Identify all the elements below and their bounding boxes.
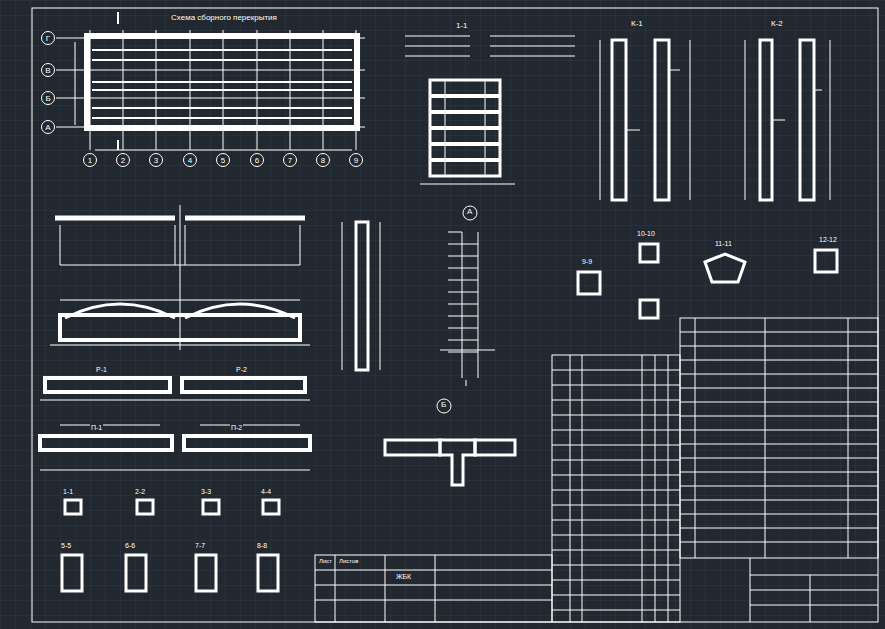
drawing-label: К-2 [770,20,784,29]
drawing-label: К-1 [630,20,644,29]
drawing-label: 4-4 [260,488,272,496]
axis-bubble: 7 [283,153,297,167]
axis-label: 7 [288,156,292,165]
drawing-label: 2-2 [134,488,146,496]
axis-bubble: Г [41,31,55,45]
sheet-title: Схема сборного перекрытия [170,14,278,23]
axis-label: А [45,123,50,132]
drawing-label: 5-5 [60,542,72,550]
axis-label: 8 [321,156,325,165]
drawing-label: Р-2 [235,366,248,374]
drawing-label: П-2 [230,424,243,432]
drawing-label: Б [440,401,447,410]
axis-label: 5 [221,156,225,165]
axis-label: 2 [121,156,125,165]
axis-bubble: А [41,120,55,134]
drawing-label: П-1 [90,424,103,432]
axis-bubble: 4 [183,153,197,167]
drawing-label: А [466,208,473,217]
axis-label: Г [46,34,50,43]
drawing-label: 6-6 [124,542,136,550]
axis-bubble: 3 [149,153,163,167]
axis-label: 1 [88,156,92,165]
axis-label: 4 [188,156,192,165]
drawing-label: Р-1 [95,366,108,374]
drawing-label: Листов [338,558,360,565]
drawing-label: 7-7 [194,542,206,550]
axis-label: 6 [255,156,259,165]
axis-label: 3 [154,156,158,165]
drawing-label: 12-12 [818,236,838,244]
axis-bubble: Б [41,91,55,105]
axis-bubble: 2 [116,153,130,167]
axis-label: Б [45,94,50,103]
axis-label: В [45,66,50,75]
drawing-label: 8-8 [256,542,268,550]
drawing-label: 11-11 [714,240,733,248]
drawing-label: 3-3 [200,488,212,496]
axis-bubble: 6 [250,153,264,167]
drawing-label: Лист [318,558,333,565]
axis-bubble: 5 [216,153,230,167]
drawing-label: 1-1 [62,488,74,496]
drawing-label: 9-9 [581,258,593,266]
axis-label: 9 [354,156,358,165]
axis-bubble: В [41,63,55,77]
drawing-label: 1-1 [455,22,469,31]
drawing-label: 10-10 [636,230,656,238]
axis-bubble: 9 [349,153,363,167]
axis-bubble: 8 [316,153,330,167]
axis-bubble: 1 [83,153,97,167]
drawing-label: ЖБК [395,573,412,581]
